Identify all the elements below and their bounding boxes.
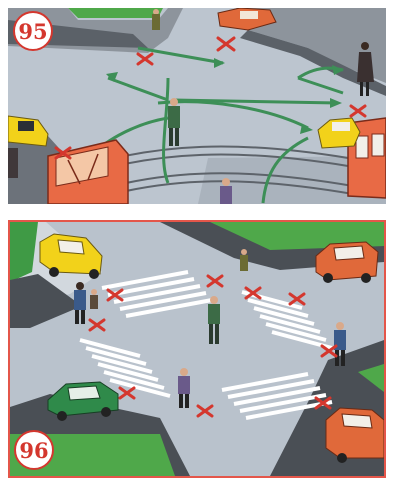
pedestrian-top [240, 249, 248, 271]
intersection-scene-95: 95 [8, 8, 386, 204]
number-label: 96 [19, 438, 48, 463]
number-badge-95: 95 [14, 12, 52, 50]
illustration-96: 96 [8, 220, 386, 478]
pedestrian-top [152, 9, 160, 30]
number-label: 95 [18, 19, 47, 44]
intersection-scene-96: 96 [10, 222, 384, 476]
grass-top-left [68, 8, 163, 18]
number-badge-96: 96 [15, 431, 53, 469]
car-orange-top [316, 242, 378, 283]
pedestrian-left [8, 148, 18, 178]
illustration-95: 95 [8, 8, 386, 204]
car-orange-bottom [326, 408, 384, 463]
